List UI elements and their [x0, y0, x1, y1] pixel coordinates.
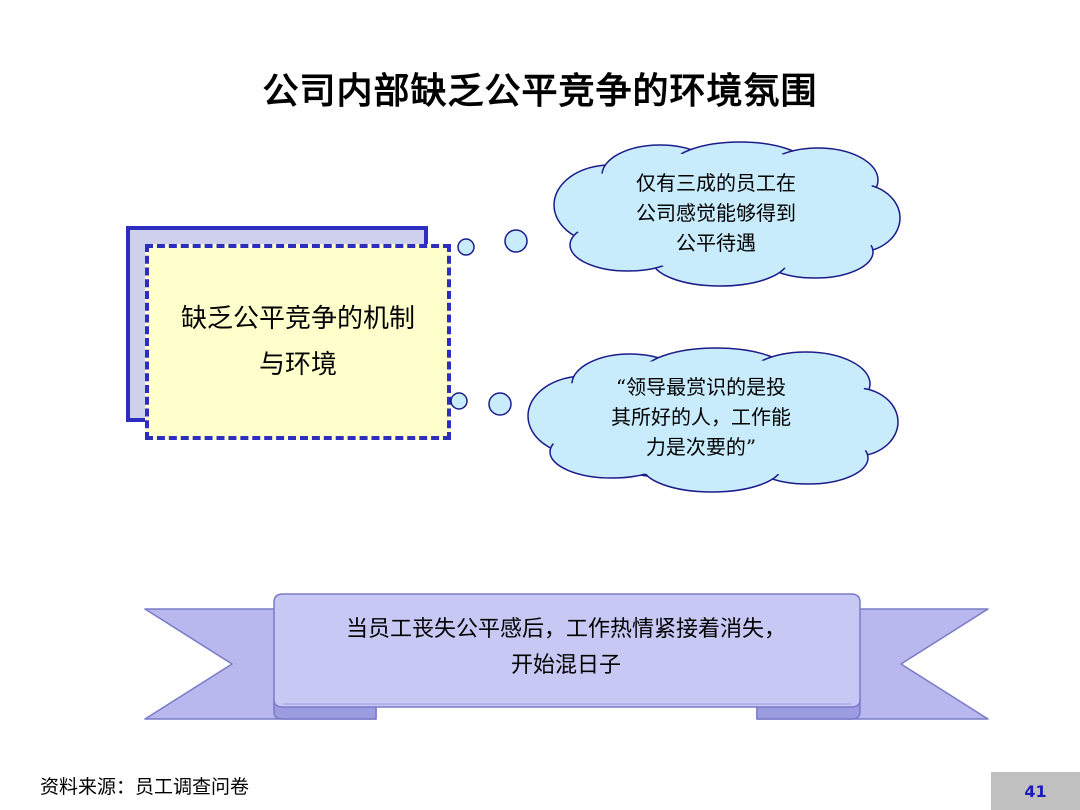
banner-text: 当员工丧失公平感后，工作热情紧接着消失， 开始混日子 — [345, 617, 786, 678]
slide-title: 公司内部缺乏公平竞争的环境氛围 — [262, 71, 818, 112]
page-number-badge: 41 — [991, 772, 1080, 810]
thought-bubble-small-2 — [450, 392, 468, 410]
thought-bubble-large-2 — [488, 392, 512, 416]
thought-bubble-large-1 — [504, 229, 528, 253]
ribbon-banner — [144, 593, 989, 720]
main-box-text: 缺乏公平竞争的机制 与环境 — [180, 304, 415, 380]
main-box: 缺乏公平竞争的机制 与环境 — [145, 244, 451, 440]
page-number: 41 — [1024, 781, 1047, 801]
cloud-2-text: “领导最赏识的是投 其所好的人，工作能 力是次要的” — [611, 375, 791, 459]
thought-bubble-small-1 — [457, 238, 475, 256]
source-note: 资料来源：员工调查问卷 — [40, 776, 250, 798]
ribbon-center-panel — [273, 593, 861, 708]
cloud-1-text: 仅有三成的员工在 公司感觉能够得到 公平待遇 — [636, 171, 796, 255]
